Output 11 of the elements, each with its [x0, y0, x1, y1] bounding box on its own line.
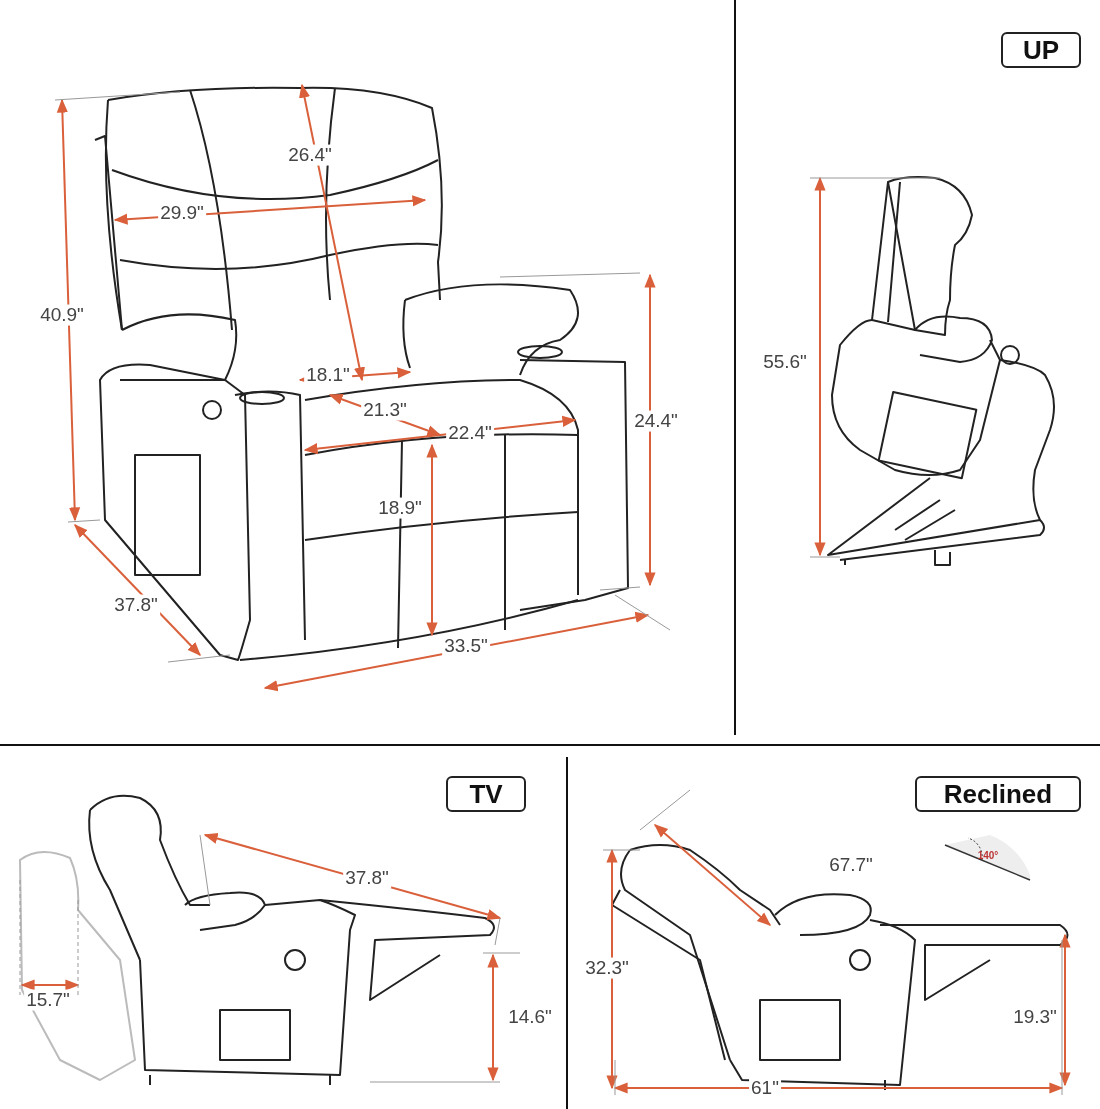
dimension-label: 40.9": [38, 304, 86, 326]
dimension-label: 18.9": [376, 497, 424, 519]
dimension-label: 32.3": [583, 957, 631, 979]
view-tag: Reclined: [915, 776, 1081, 812]
view-tag: TV: [446, 776, 526, 812]
dimension-label: 24.4": [632, 410, 680, 432]
dimension-label: 15.7": [24, 989, 72, 1011]
dimension-label: 37.8": [112, 594, 160, 616]
dimension-label: 26.4": [286, 144, 334, 166]
view-tag: UP: [1001, 32, 1081, 68]
angle-label: 140°: [976, 849, 1000, 861]
